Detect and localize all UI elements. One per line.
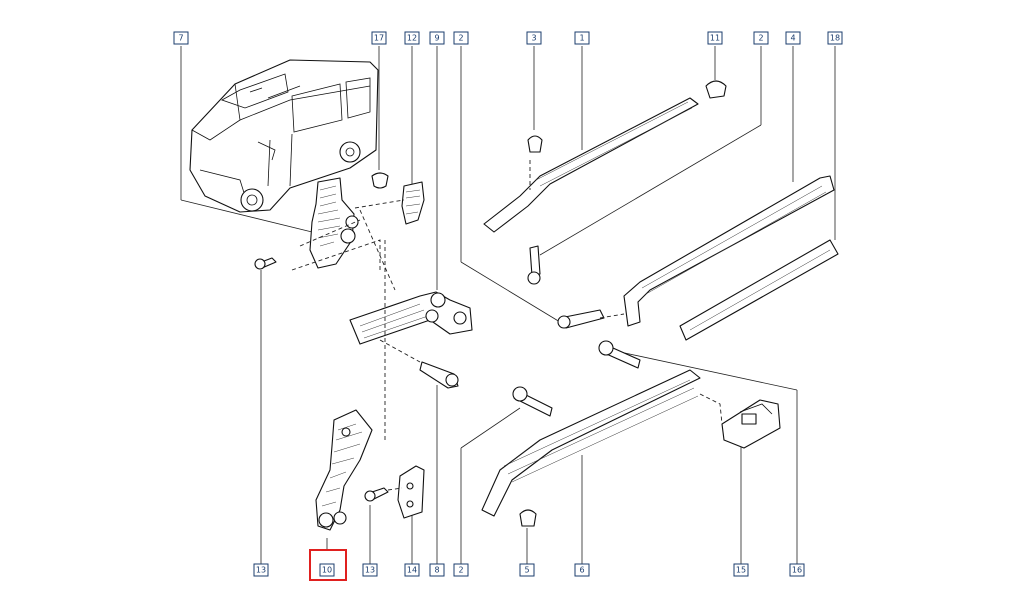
callout-16[interactable]: 16 [789,563,805,577]
van-illustration [189,59,379,213]
callout-18[interactable]: 18 [827,31,843,45]
svg-text:15: 15 [736,566,746,575]
svg-text:3: 3 [531,34,536,43]
svg-text:16: 16 [792,566,802,575]
svg-text:2: 2 [758,34,763,43]
callout-17[interactable]: 17 [371,31,387,45]
svg-text:10: 10 [322,566,332,575]
svg-text:13: 13 [256,566,266,575]
callout-10-highlight [309,549,347,581]
svg-text:6: 6 [579,566,584,575]
callout-14[interactable]: 14 [404,563,420,577]
callout-8[interactable]: 8 [429,563,445,577]
svg-text:14: 14 [407,566,417,575]
callout-15[interactable]: 15 [733,563,749,577]
callout-1[interactable]: 1 [574,31,590,45]
roller-bracket [721,399,781,449]
svg-text:18: 18 [830,34,840,43]
svg-text:11: 11 [710,34,720,43]
leader-lines [180,46,836,566]
callout-2-top-right[interactable]: 2 [753,31,769,45]
dashed-assembly-lines [291,160,723,491]
svg-text:2: 2 [458,34,463,43]
lower-rail [481,340,701,527]
callout-7[interactable]: 7 [173,31,189,45]
svg-text:13: 13 [365,566,375,575]
lower-hinge [315,409,425,531]
svg-text:1: 1 [579,34,584,43]
svg-text:4: 4 [790,34,795,43]
trim-strips [557,175,839,341]
svg-text:5: 5 [524,566,529,575]
callout-11[interactable]: 11 [707,31,723,45]
svg-text:17: 17 [374,34,384,43]
callout-9[interactable]: 9 [429,31,445,45]
svg-text:12: 12 [407,34,417,43]
callout-4[interactable]: 4 [785,31,801,45]
callout-10[interactable]: 10 [319,563,335,577]
upper-rail [483,80,727,285]
callout-2-bottom[interactable]: 2 [453,563,469,577]
callout-6[interactable]: 6 [574,563,590,577]
middle-hinge [349,291,473,389]
callout-12[interactable]: 12 [404,31,420,45]
svg-text:9: 9 [434,34,439,43]
svg-text:2: 2 [458,566,463,575]
callout-5[interactable]: 5 [519,563,535,577]
callout-13-right[interactable]: 13 [362,563,378,577]
callout-13-left[interactable]: 13 [253,563,269,577]
callout-3[interactable]: 3 [526,31,542,45]
svg-text:8: 8 [434,566,439,575]
svg-text:7: 7 [178,34,183,43]
upper-hinge-assembly [254,172,425,270]
callout-2-top[interactable]: 2 [453,31,469,45]
